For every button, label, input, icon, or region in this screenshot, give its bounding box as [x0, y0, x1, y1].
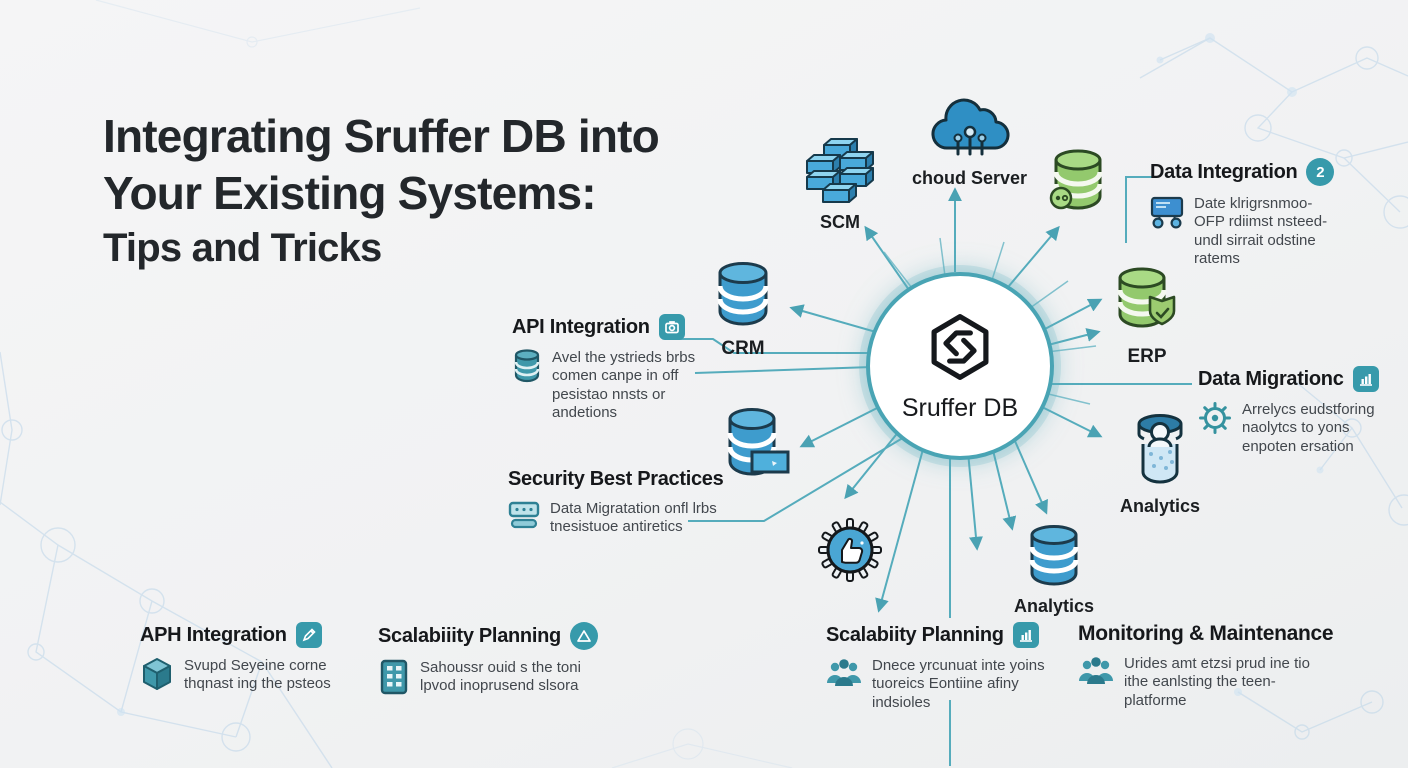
node-analytics-user: Analytics	[1120, 410, 1200, 517]
node-label-analytics-user: Analytics	[1120, 496, 1201, 516]
camera-badge-icon	[658, 314, 685, 340]
sruffer-logo-icon	[923, 310, 997, 389]
feature-data-migration: Data Migrationc	[1198, 366, 1402, 456]
feature-scalability-planning-2: Scalabiity Planning	[826, 622, 1050, 712]
feature-scalability-planning-1: Scalabiiity Planning Sahoussr ouid s	[378, 622, 606, 700]
feature-title: Security Best Practices	[508, 468, 724, 490]
feature-body: Date klrigrsnmoo- OFP rdiimst nsteed- un…	[1194, 195, 1328, 267]
cloud-server-icon	[926, 96, 1014, 165]
feature-title: Monitoring & Maintenance	[1078, 622, 1334, 645]
crm-database-icon	[712, 260, 774, 335]
number-badge-icon: 2	[1306, 158, 1335, 186]
node-gear-thumbsup	[818, 518, 882, 587]
feature-title: Data Integration	[1150, 160, 1298, 183]
feature-body: Data Migratation onfl lrbs tnesistuoe an…	[550, 500, 717, 536]
feature-body: Dnece yrcunuat inte yoins tuoreics Eonti…	[872, 657, 1045, 711]
sruffer-db-hub: Sruffer DB	[866, 272, 1054, 460]
triangle-badge-icon	[569, 622, 598, 650]
gear-thumbsup-icon	[818, 518, 882, 587]
node-erp: ERP	[1114, 266, 1180, 368]
server-card-icon	[508, 500, 540, 535]
feature-aph-integration: APH Integration Svupd Seyeine corne thqn…	[140, 622, 352, 696]
node-label-erp: ERP	[1127, 346, 1167, 367]
node-crm: CRM	[712, 260, 774, 360]
node-scm: SCM	[800, 138, 880, 233]
node-analytics-db: Analytics	[1014, 524, 1094, 617]
title-line-2: Your Existing Systems:	[103, 167, 597, 220]
teal-database-icon	[512, 349, 542, 388]
erp-database-shield-icon	[1114, 266, 1180, 343]
building-icon	[378, 659, 410, 700]
title-line-1: Integrating Sruffer DB into	[103, 110, 660, 162]
green-database-search-icon	[1048, 148, 1108, 219]
page-title: Integrating Sruffer DB into Your Existin…	[103, 108, 660, 274]
database-card-icon	[722, 406, 792, 493]
feature-data-integration: Data Integration 2 Date klrigrsnmoo- OFP…	[1150, 158, 1335, 268]
people-group-icon	[1078, 655, 1114, 692]
feature-body: Avel the ystrieds brbs comen canpe in of…	[552, 349, 696, 421]
analytics-database-icon	[1024, 524, 1084, 593]
feature-body: Sahoussr ouid s the toni lpvod inoprusen…	[420, 659, 581, 695]
feature-title: Data Migrationc	[1198, 367, 1344, 390]
cube-icon	[140, 657, 174, 696]
node-database-card	[722, 406, 792, 493]
node-label-crm: CRM	[721, 338, 765, 359]
node-cloud-server: choud Server	[912, 96, 1027, 189]
feature-api-integration: API Integration Avel the ystrieds brbs c…	[512, 314, 702, 422]
node-label-analytics-db: Analytics	[1014, 596, 1095, 616]
bar-chart-badge-icon	[1012, 622, 1039, 648]
people-group-icon	[826, 657, 862, 694]
monitor-network-icon	[1150, 195, 1184, 234]
badge-glyph: 2	[1316, 163, 1325, 181]
feature-body: Arrelycs eudstforing naolytcs to yons en…	[1242, 401, 1375, 455]
feature-security-best-practices: Security Best Practices Data Migratation…	[508, 468, 724, 537]
node-green-database	[1048, 148, 1108, 219]
feature-title: API Integration	[512, 315, 650, 338]
scm-stack-icon	[800, 138, 880, 209]
feature-body: Svupd Seyeine corne thqnast ing the pste…	[184, 657, 331, 693]
feature-title: Scalabiiity Planning	[378, 624, 561, 647]
title-line-3: Tips and Tricks	[103, 226, 382, 271]
feature-monitoring-maintenance: Monitoring & Maintenance Urides amt etzs…	[1078, 622, 1334, 710]
feature-title: Scalabiity Planning	[826, 623, 1004, 646]
analytics-user-icon	[1130, 410, 1190, 493]
node-label-cloud: choud Server	[912, 168, 1028, 188]
hub-label: Sruffer DB	[901, 393, 1019, 422]
gear-icon	[1198, 401, 1232, 440]
node-label-scm: SCM	[820, 212, 860, 232]
pencil-badge-icon	[295, 622, 322, 648]
feature-body: Urides amt etzsi prud ine tio ithe eanls…	[1124, 655, 1310, 709]
bar-chart-badge-icon	[1352, 366, 1379, 392]
feature-title: APH Integration	[140, 623, 287, 646]
